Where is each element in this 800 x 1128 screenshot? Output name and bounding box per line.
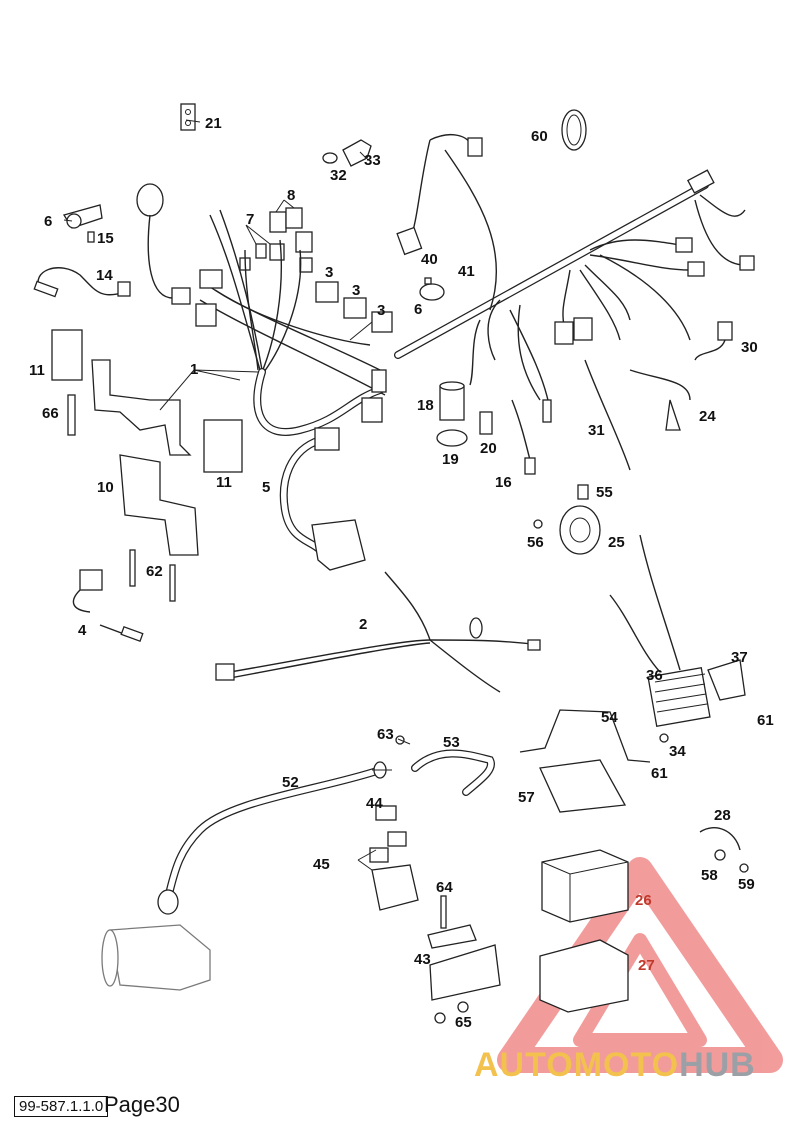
part-harness-bundle xyxy=(195,207,393,436)
label-18: 18 xyxy=(417,397,434,414)
part-11-plate xyxy=(51,329,243,473)
label-36: 36 xyxy=(646,667,663,684)
label-11-bottom: 11 xyxy=(216,474,232,491)
label-53: 53 xyxy=(443,734,460,751)
label-52: 52 xyxy=(282,774,299,791)
label-54: 54 xyxy=(601,709,618,726)
label-56: 56 xyxy=(527,534,544,551)
label-60: 60 xyxy=(531,128,548,145)
part-main-harness xyxy=(394,134,755,423)
part-4-connector xyxy=(72,569,144,643)
label-3-a: 3 xyxy=(325,264,334,281)
part-33-switch xyxy=(322,139,372,167)
label-6-top: 6 xyxy=(44,213,53,230)
label-11-top: 11 xyxy=(29,362,45,379)
part-52-cable xyxy=(157,761,387,915)
label-33: 33 xyxy=(364,152,381,169)
part-62-bolts xyxy=(129,549,176,602)
label-37: 37 xyxy=(731,649,748,666)
label-3-b: 3 xyxy=(352,282,361,299)
label-15: 15 xyxy=(97,230,114,247)
label-16: 16 xyxy=(495,474,512,491)
label-34: 34 xyxy=(669,743,686,760)
part-25-horn xyxy=(533,484,601,555)
part-6-clip xyxy=(62,204,103,243)
label-65: 65 xyxy=(455,1014,472,1031)
label-40: 40 xyxy=(421,251,438,268)
label-7: 7 xyxy=(246,211,255,228)
page-number: Page30 xyxy=(104,1092,180,1117)
part-54-battery-tray xyxy=(519,709,651,813)
part-45-relay xyxy=(369,805,419,911)
label-25: 25 xyxy=(608,534,625,551)
part-66-strip xyxy=(67,394,76,436)
part-30-connector xyxy=(694,321,733,361)
label-28: 28 xyxy=(714,807,731,824)
label-66: 66 xyxy=(42,405,59,422)
part-14-sensor xyxy=(33,267,131,298)
label-45: 45 xyxy=(313,856,330,873)
part-18-capacitor xyxy=(436,381,493,447)
leader-lines xyxy=(63,119,411,871)
label-26: 26 xyxy=(635,892,652,909)
part-26-battery xyxy=(541,849,629,923)
label-27: 27 xyxy=(638,957,655,974)
part-65-nuts xyxy=(434,1001,469,1024)
label-21: 21 xyxy=(205,115,222,132)
label-2: 2 xyxy=(359,616,368,633)
label-19: 19 xyxy=(442,451,459,468)
part-harness-bracket xyxy=(91,359,192,456)
label-24: 24 xyxy=(699,408,716,425)
part-43-bracket xyxy=(427,895,501,1001)
label-20: 20 xyxy=(480,440,497,457)
figure-code: 99-587.1.1.0 xyxy=(14,1096,109,1117)
part-10-tray xyxy=(119,454,199,556)
part-60-cable-tie xyxy=(561,109,587,151)
label-14: 14 xyxy=(96,267,113,284)
label-63: 63 xyxy=(377,726,394,743)
watermark-brand-text: AUTOMOTOHUB xyxy=(474,1046,756,1084)
label-59: 59 xyxy=(738,876,755,893)
part-31-wire xyxy=(584,359,691,471)
label-43: 43 xyxy=(414,951,431,968)
label-55: 55 xyxy=(596,484,613,501)
label-41: 41 xyxy=(458,263,475,280)
label-30: 30 xyxy=(741,339,758,356)
label-58: 58 xyxy=(701,867,718,884)
label-1: 1 xyxy=(190,361,199,378)
label-32: 32 xyxy=(330,167,347,184)
part-40-clip xyxy=(419,277,445,301)
label-61-mid: 61 xyxy=(651,765,668,782)
label-10: 10 xyxy=(97,479,114,496)
label-8: 8 xyxy=(287,187,296,204)
part-36-regulator xyxy=(609,534,746,743)
part-53-cable xyxy=(395,735,495,796)
label-3-c: 3 xyxy=(377,302,386,319)
label-64: 64 xyxy=(436,879,453,896)
label-44: 44 xyxy=(366,795,383,812)
part-pickup-coil xyxy=(136,183,191,305)
label-62: 62 xyxy=(146,563,163,580)
part-2-harness xyxy=(215,571,541,693)
part-21-bracket xyxy=(180,103,196,131)
part-5-ignition xyxy=(279,427,366,571)
label-61-right: 61 xyxy=(757,712,774,729)
label-5: 5 xyxy=(262,479,271,496)
label-4: 4 xyxy=(78,622,87,639)
part-starter-motor xyxy=(101,924,211,991)
part-27-battery-box xyxy=(539,939,629,1013)
part-28-cable xyxy=(699,827,749,873)
label-57: 57 xyxy=(518,789,535,806)
label-6-mid: 6 xyxy=(414,301,423,318)
label-31: 31 xyxy=(588,422,605,439)
part-16-sensor xyxy=(511,399,536,475)
